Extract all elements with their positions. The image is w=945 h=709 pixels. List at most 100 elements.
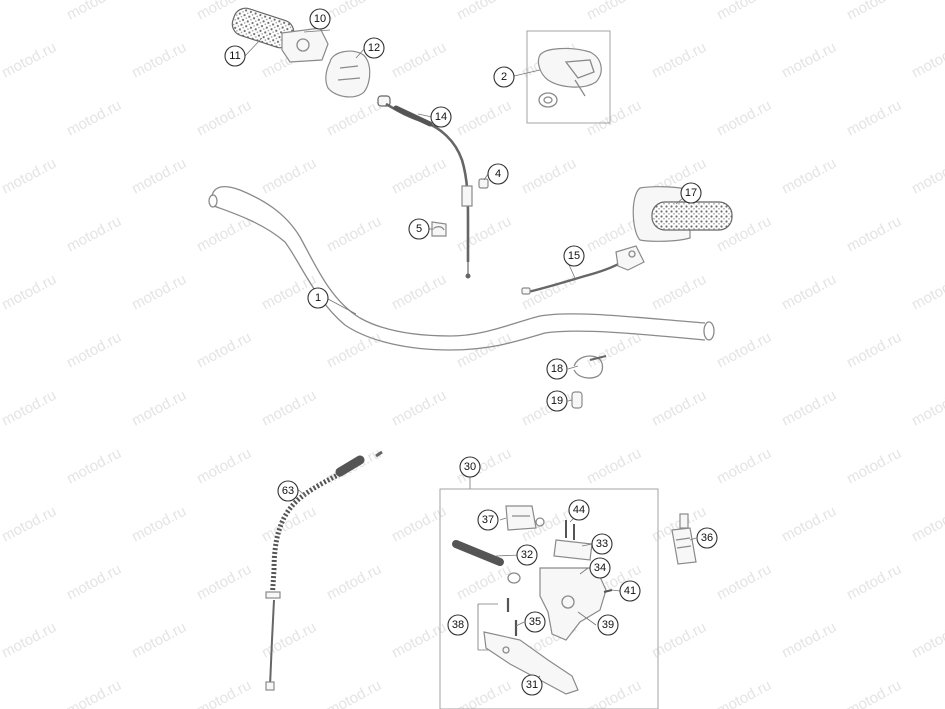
- cable-tie-part: [573, 355, 607, 379]
- watermark-text: motod.ru: [64, 213, 124, 256]
- watermark-text: motod.ru: [259, 387, 319, 430]
- svg-text:39: 39: [602, 619, 614, 631]
- watermark-text: motod.ru: [324, 677, 384, 709]
- watermark-text: motod.ru: [194, 445, 254, 488]
- callout-11: 11: [224, 45, 246, 67]
- watermark-text: motod.ru: [909, 271, 945, 314]
- callout-33: 33: [591, 533, 613, 555]
- callout-4: 4: [487, 163, 509, 185]
- svg-text:34: 34: [594, 562, 606, 574]
- watermark-text: motod.ru: [129, 503, 189, 546]
- svg-text:12: 12: [368, 42, 380, 54]
- watermark-text: motod.ru: [0, 503, 59, 546]
- watermark-text: motod.ru: [909, 503, 945, 546]
- svg-text:17: 17: [685, 187, 697, 199]
- watermark-text: motod.ru: [194, 213, 254, 256]
- watermark-text: motod.ru: [844, 561, 904, 604]
- watermark-text: motod.ru: [324, 0, 384, 24]
- watermark-text: motod.ru: [259, 155, 319, 198]
- watermark-text: motod.ru: [909, 155, 945, 198]
- watermark-text: motod.ru: [389, 271, 449, 314]
- watermark-text: motod.ru: [584, 97, 644, 140]
- watermark-text: motod.ru: [519, 387, 579, 430]
- svg-text:19: 19: [551, 395, 563, 407]
- callout-36: 36: [696, 527, 718, 549]
- watermark-text: motod.ru: [779, 155, 839, 198]
- adjuster-part: [452, 540, 521, 584]
- watermark-text: motod.ru: [194, 677, 254, 709]
- watermark-text: motod.ru: [129, 155, 189, 198]
- watermark-text: motod.ru: [0, 155, 59, 198]
- start-button-assembly-part: [526, 30, 611, 124]
- svg-text:33: 33: [596, 538, 608, 550]
- watermark-text: motod.ru: [324, 97, 384, 140]
- watermark-text: motod.ru: [779, 503, 839, 546]
- svg-text:18: 18: [551, 363, 563, 375]
- watermark-text: motod.ru: [909, 39, 945, 82]
- watermark-text: motod.ru: [389, 387, 449, 430]
- callout-37: 37: [477, 509, 499, 531]
- watermark-text: motod.ru: [64, 0, 124, 24]
- svg-text:15: 15: [568, 250, 580, 262]
- watermark-text: motod.ru: [0, 39, 59, 82]
- watermark-text: motod.ru: [454, 677, 514, 709]
- svg-text:30: 30: [464, 461, 476, 473]
- kill-switch-part: [521, 245, 645, 295]
- callout-41: 41: [619, 580, 641, 602]
- watermark-text: motod.ru: [194, 561, 254, 604]
- watermark-text: motod.ru: [714, 0, 774, 24]
- svg-text:63: 63: [282, 485, 294, 497]
- svg-text:2: 2: [501, 71, 507, 83]
- watermark-text: motod.ru: [649, 39, 709, 82]
- watermark-text: motod.ru: [714, 97, 774, 140]
- watermark-text: motod.ru: [259, 503, 319, 546]
- callout-12: 12: [363, 37, 385, 59]
- watermark-text: motod.ru: [584, 0, 644, 24]
- throttle-cover-part: [325, 50, 371, 98]
- callout-5: 5: [408, 218, 430, 240]
- watermark-text: motod.ru: [0, 619, 59, 662]
- callout-39: 39: [597, 614, 619, 636]
- callout-63: 63: [277, 480, 299, 502]
- watermark-text: motod.ru: [714, 677, 774, 709]
- throttle-cable-part: [377, 95, 473, 279]
- svg-text:4: 4: [495, 168, 501, 180]
- svg-text:41: 41: [624, 585, 636, 597]
- watermark-text: motod.ru: [779, 619, 839, 662]
- watermark-text: motod.ru: [519, 155, 579, 198]
- watermark-text: motod.ru: [649, 271, 709, 314]
- watermark-text: motod.ru: [844, 329, 904, 372]
- svg-text:32: 32: [521, 549, 533, 561]
- watermark-text: motod.ru: [324, 329, 384, 372]
- svg-text:5: 5: [416, 223, 422, 235]
- watermark-text: motod.ru: [714, 561, 774, 604]
- watermark-text: motod.ru: [844, 0, 904, 24]
- watermark-text: motod.ru: [584, 677, 644, 709]
- callout-19: 19: [546, 390, 568, 412]
- watermark-text: motod.ru: [844, 445, 904, 488]
- clutch-cable-part: [265, 450, 383, 691]
- svg-text:14: 14: [435, 111, 447, 123]
- cable-nut-part: [478, 178, 489, 189]
- callout-2: 2: [493, 66, 515, 88]
- callout-31: 31: [521, 674, 543, 696]
- watermark-text: motod.ru: [64, 677, 124, 709]
- watermark-text: motod.ru: [454, 0, 514, 24]
- watermark-text: motod.ru: [714, 445, 774, 488]
- watermark-text: motod.ru: [389, 39, 449, 82]
- svg-text:37: 37: [482, 514, 494, 526]
- watermark-text: motod.ru: [454, 561, 514, 604]
- callout-15: 15: [563, 245, 585, 267]
- callout-18: 18: [546, 358, 568, 380]
- lubricant-packet-part: [671, 513, 697, 565]
- watermark-text: motod.ru: [129, 387, 189, 430]
- watermark-text: motod.ru: [389, 155, 449, 198]
- watermark-text: motod.ru: [129, 619, 189, 662]
- watermark-text: motod.ru: [324, 561, 384, 604]
- watermark-text: motod.ru: [649, 387, 709, 430]
- svg-text:10: 10: [314, 13, 326, 25]
- watermark-text: motod.ru: [324, 213, 384, 256]
- watermark-text: motod.ru: [129, 39, 189, 82]
- watermark-text: motod.ru: [714, 329, 774, 372]
